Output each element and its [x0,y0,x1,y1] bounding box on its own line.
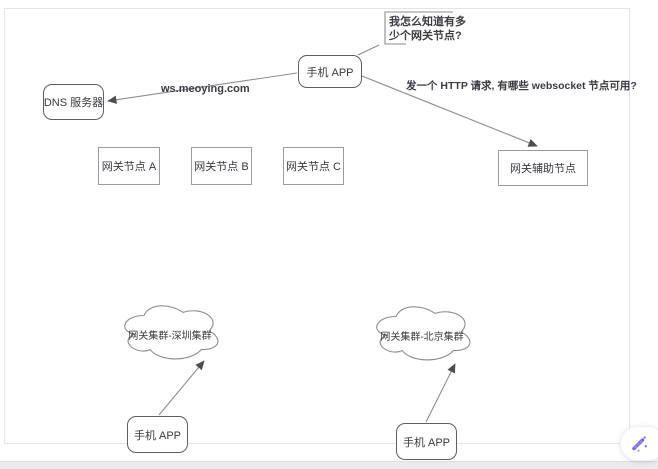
node-phone-app-bottom-left[interactable]: 手机 APP [127,416,188,453]
callout-note[interactable]: 我怎么知道有多 少个网关节点? [389,15,466,43]
node-gateway-c[interactable]: 网关节点 C [283,147,344,185]
node-dns-server[interactable]: DNS 服务器 [43,84,104,120]
node-label: 手机 APP [133,429,182,442]
callout-line1: 我怎么知道有多 [389,16,466,28]
node-label: 手机 APP [306,66,354,79]
node-label: DNS 服务器 [43,97,104,109]
ai-assistant-button[interactable] [620,426,658,461]
node-phone-app-bottom-right[interactable]: 手机 APP [396,423,457,460]
edge-label-ws-meoying[interactable]: ws.meoying.com [161,83,250,95]
node-gateway-helper[interactable]: 网关辅助节点 [498,150,588,186]
callout-line2: 少个网关节点? [389,30,462,42]
node-gateway-b[interactable]: 网关节点 B [191,147,252,185]
node-label: 网关节点 B [194,161,249,173]
node-label: 网关节点 C [286,161,341,173]
node-label: 手机 APP [402,436,451,449]
node-gateway-a[interactable]: 网关节点 A [98,147,160,185]
node-label: 网关辅助节点 [510,163,576,175]
magic-wand-icon [632,436,647,452]
cloud-beijing-label[interactable]: 网关集群-北京集群 [380,332,464,343]
node-label: 网关节点 A [101,161,157,173]
node-phone-app-top[interactable]: 手机 APP [298,55,362,88]
horizontal-scrollbar-track[interactable] [0,461,658,469]
cloud-shenzhen-label[interactable]: 网关集群-深圳集群 [128,331,212,342]
edge-label-http-request[interactable]: 发一个 HTTP 请求, 有哪些 websocket 节点可用? [406,80,637,92]
